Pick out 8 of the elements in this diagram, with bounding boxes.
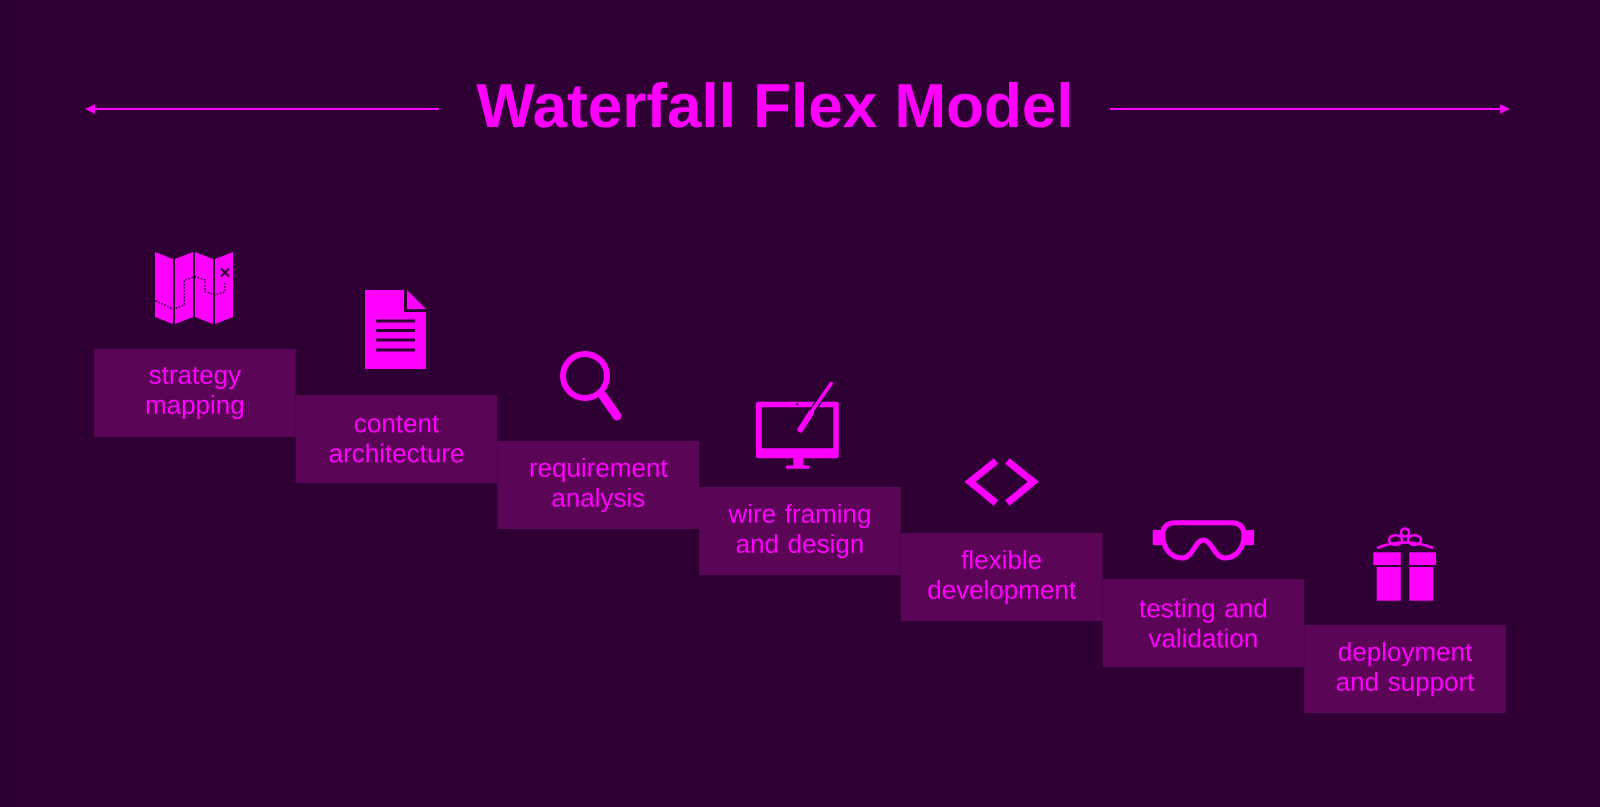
step-box: strategy mapping: [94, 349, 296, 437]
step-box: requirement analysis: [497, 441, 700, 529]
title: Waterfall Flex Model: [476, 82, 1070, 128]
step-box: testing and validation: [1102, 579, 1305, 667]
step-box: deployment and support: [1304, 625, 1506, 713]
step-box: flexible development: [900, 533, 1103, 621]
step-box: content architecture: [295, 395, 498, 483]
step-box: wire framing and design: [699, 487, 901, 575]
